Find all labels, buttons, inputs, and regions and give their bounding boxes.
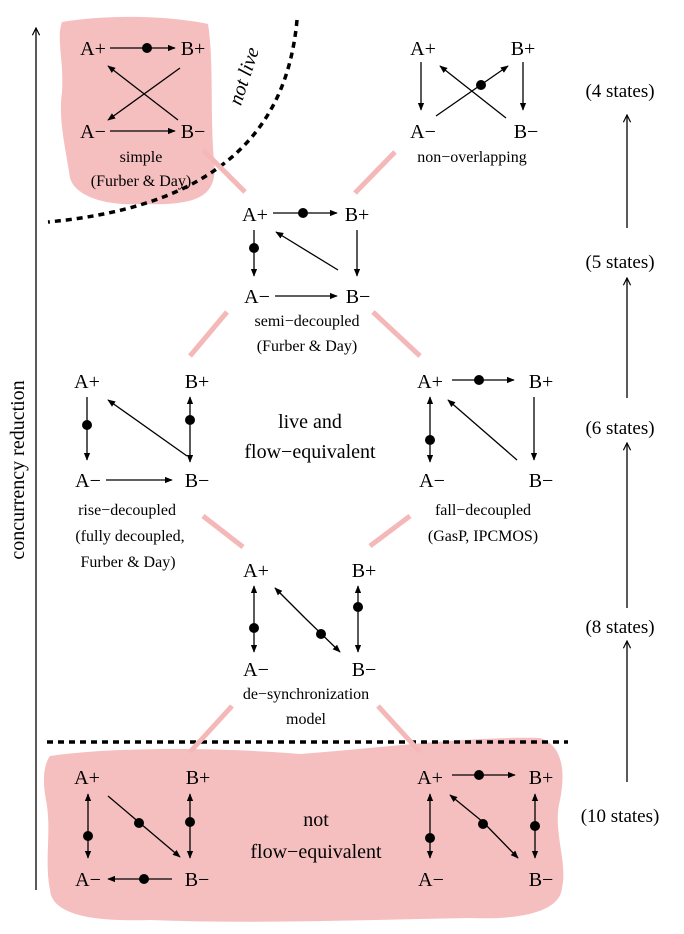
caption-rise-decoupled: rise−decoupled <box>78 502 176 519</box>
node-a-minus: A− <box>244 286 270 308</box>
node-a-plus: A+ <box>410 38 436 60</box>
node-a-minus: A− <box>419 470 445 492</box>
caption-simple-author: (Furber & Day) <box>91 173 191 190</box>
node-a-plus: A+ <box>242 204 268 226</box>
node-a-minus: A− <box>410 121 436 143</box>
node-b-plus: B+ <box>511 38 536 60</box>
node-b-plus: B+ <box>186 767 211 789</box>
model-bottom-right: A+ B+ A− B− <box>417 767 553 891</box>
live-label-line2: flow−equivalent <box>244 441 376 463</box>
caption-rise-decoupled-author: Furber & Day) <box>80 554 175 571</box>
caption-semi-decoupled: semi−decoupled <box>255 313 360 330</box>
node-a-minus: A− <box>80 121 106 143</box>
node-b-plus: B+ <box>181 38 206 60</box>
caption-desync-model: model <box>286 711 327 728</box>
not-flow-equivalent-line2: flow−equivalent <box>250 841 382 863</box>
model-non-overlapping: A+ B+ A− B− non−overlapping <box>410 38 538 166</box>
node-b-plus: B+ <box>352 560 377 582</box>
caption-rise-decoupled-alias: (fully decoupled, <box>75 528 184 545</box>
node-b-minus: B− <box>185 869 210 891</box>
node-a-plus: A+ <box>417 371 443 393</box>
not-live-boundary <box>47 19 299 224</box>
not-flow-equivalent-region <box>43 737 564 922</box>
model-rise-decoupled: A+ B+ A− B− rise−decoupled (fully decoup… <box>74 371 209 571</box>
caption-semi-decoupled-author: (Furber & Day) <box>257 338 357 355</box>
live-label-line1: live and <box>278 411 342 433</box>
state-count-6: (6 states) <box>585 418 654 439</box>
model-fall-decoupled: A+ B+ A− B− fall−decoupled (GasP, IPCMOS… <box>417 371 553 545</box>
node-b-plus: B+ <box>529 767 554 789</box>
node-b-minus: B− <box>529 470 554 492</box>
caption-fall-decoupled-examples: (GasP, IPCMOS) <box>428 528 538 545</box>
not-live-region <box>59 16 215 205</box>
model-semi-decoupled: A+ B+ A− B− semi−decoupled (Furber & Day… <box>242 204 370 355</box>
node-a-plus: A+ <box>243 560 269 582</box>
caption-fall-decoupled: fall−decoupled <box>435 502 531 519</box>
node-b-minus: B− <box>185 470 210 492</box>
concurrency-reduction-label: concurrency reduction <box>7 380 29 559</box>
state-count-8: (8 states) <box>585 617 654 638</box>
state-count-5: (5 states) <box>585 252 654 273</box>
concurrency-axis: concurrency reduction <box>7 28 36 890</box>
node-b-minus: B− <box>514 121 539 143</box>
node-a-plus: A+ <box>74 371 100 393</box>
lattice-links <box>188 148 422 754</box>
node-b-minus: B− <box>529 869 554 891</box>
node-b-plus: B+ <box>185 371 210 393</box>
node-b-minus: B− <box>181 121 206 143</box>
model-bottom-left: A+ B+ A− B− <box>74 767 210 891</box>
node-b-minus: B− <box>352 659 377 681</box>
caption-desync: de−synchronization <box>243 686 369 703</box>
state-count-10: (10 states) <box>581 806 660 827</box>
model-de-synchronization: A+ B+ A− B− de−synchronization model <box>243 560 376 728</box>
node-a-plus: A+ <box>417 767 443 789</box>
node-b-plus: B+ <box>345 204 370 226</box>
node-a-minus: A− <box>243 659 269 681</box>
not-flow-equivalent-line1: not <box>303 809 329 831</box>
state-count-column: (4 states) (5 states) (6 states) (8 stat… <box>581 81 660 827</box>
model-simple: A+ B+ A− B− simple (Furber & Day) <box>80 38 205 190</box>
node-a-plus: A+ <box>74 767 100 789</box>
state-count-4: (4 states) <box>585 81 654 102</box>
node-b-minus: B− <box>346 286 371 308</box>
node-a-minus: A− <box>418 869 444 891</box>
caption-non-overlapping: non−overlapping <box>417 149 526 166</box>
node-a-minus: A− <box>75 869 101 891</box>
caption-simple: simple <box>120 149 163 166</box>
node-a-minus: A− <box>75 470 101 492</box>
node-a-plus: A+ <box>80 38 106 60</box>
node-b-plus: B+ <box>529 371 554 393</box>
not-live-label: not live <box>225 44 264 107</box>
